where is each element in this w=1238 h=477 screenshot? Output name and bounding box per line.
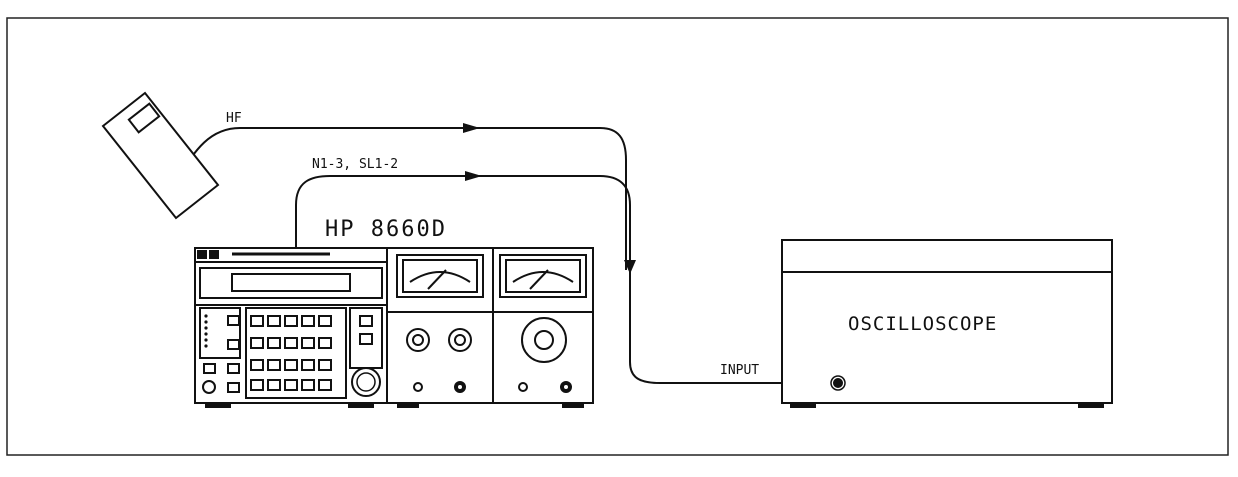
left-dots [204,314,208,348]
probe-head [101,91,220,220]
meter-module-2 [492,247,594,404]
left-knob-small [202,380,216,394]
down-arrow [624,260,636,274]
left-button-group [203,315,240,393]
tuning-knob-inner [356,372,376,392]
n-sl-label: N1-3, SL1-2 [312,157,398,172]
meter-module-1 [386,247,494,404]
main-unit-feet [205,403,374,408]
meter-2-jack-hole [564,385,568,389]
oscilloscope-feet [790,403,1104,408]
input-connector-ring [830,375,846,391]
n-sl-cable [295,175,838,384]
hf-arrow [463,123,480,133]
hp-8660d-instrument [194,247,388,404]
oscilloscope-label: OSCILLOSCOPE [848,313,997,335]
keypad-grid [250,315,332,391]
input-connector [833,378,843,388]
meter-1-jack-hole [458,385,462,389]
hf-label: HF [226,111,242,126]
n-sl-arrow [465,171,482,181]
meter-feet [397,403,584,408]
input-label: INPUT [720,363,759,378]
instrument-label: HP 8660D [325,217,447,242]
tuning-knob [351,367,381,397]
diagram-frame [6,17,1229,456]
oscilloscope [781,239,1113,404]
